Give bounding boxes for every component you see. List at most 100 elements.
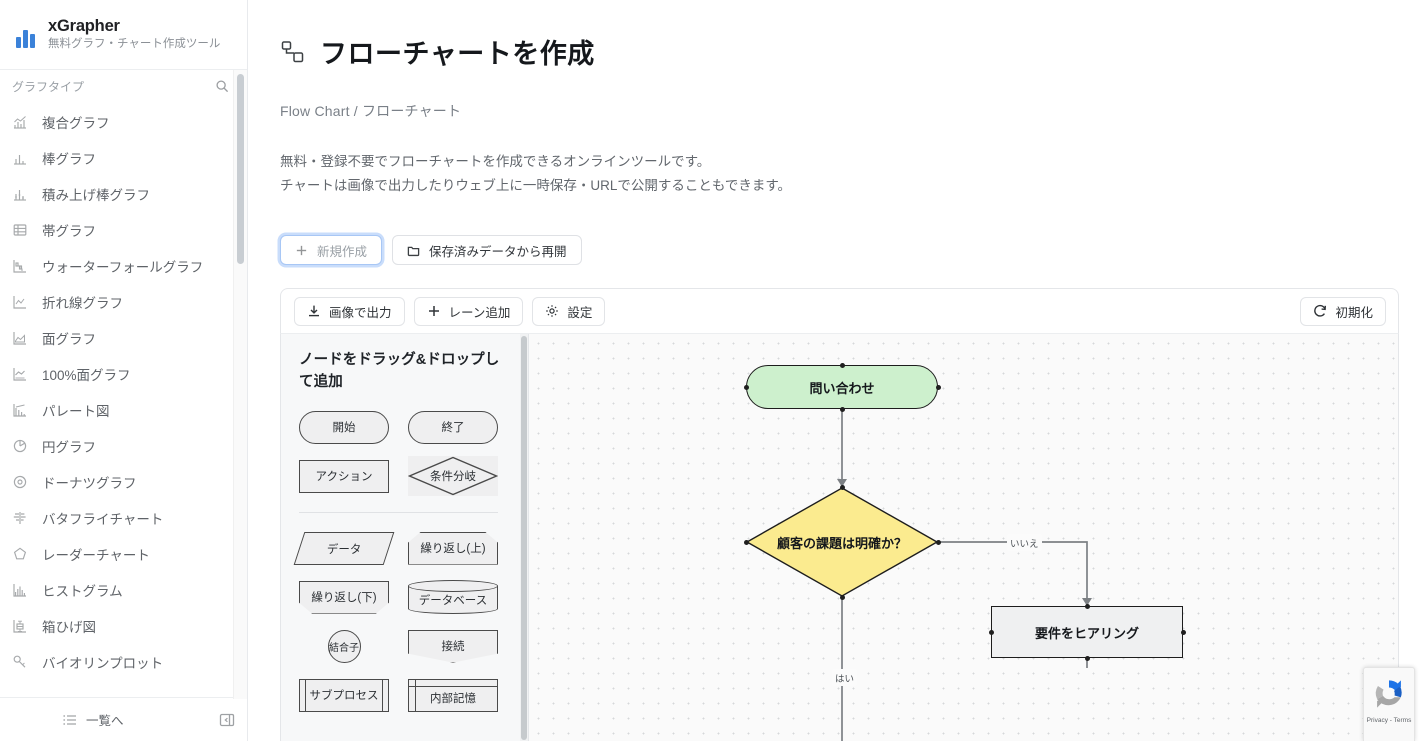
sidebar-item-2[interactable]: 棒グラフ bbox=[0, 140, 247, 176]
node-connection-handle[interactable] bbox=[839, 362, 845, 368]
sidebar-item-label: 面グラフ bbox=[42, 332, 96, 347]
node-connection-handle[interactable] bbox=[839, 594, 845, 600]
plus-icon bbox=[428, 306, 439, 317]
node-body bbox=[746, 365, 938, 410]
sidebar-item-label: 複合グラフ bbox=[42, 116, 110, 131]
palette-node-subprocess[interactable]: サブプロセス bbox=[299, 675, 389, 715]
donut-chart-icon bbox=[13, 475, 27, 489]
new-document-label: 新規作成 bbox=[317, 244, 368, 259]
node-connection-handle[interactable] bbox=[1180, 629, 1186, 635]
graph-type-list[interactable]: 複合グラフ棒グラフ積み上げ棒グラフ帯グラフウォーターフォールグラフ折れ線グラフ面… bbox=[0, 102, 247, 697]
sidebar-item-label: 帯グラフ bbox=[42, 224, 96, 239]
sidebar-item-8[interactable]: 100%面グラフ bbox=[0, 356, 247, 392]
sidebar-item-16[interactable]: バイオリンプロット bbox=[0, 644, 247, 680]
sidebar-item-13[interactable]: レーダーチャート bbox=[0, 536, 247, 572]
flowchart-node-decide[interactable]: 顧客の課題は明確か？ bbox=[743, 484, 941, 600]
sidebar-item-3[interactable]: 積み上げ棒グラフ bbox=[0, 176, 247, 212]
pie-chart-icon bbox=[13, 439, 27, 453]
sidebar-item-4[interactable]: 帯グラフ bbox=[0, 212, 247, 248]
sidebar-item-10[interactable]: 円グラフ bbox=[0, 428, 247, 464]
sidebar-item-14[interactable]: ヒストグラム bbox=[0, 572, 247, 608]
palette-node-rect[interactable]: アクション bbox=[299, 456, 389, 496]
reopen-saved-label: 保存済みデータから再開 bbox=[429, 244, 567, 259]
palette-node-diamond[interactable]: 条件分岐 bbox=[408, 456, 498, 497]
node-connection-handle[interactable] bbox=[1084, 655, 1090, 661]
palette-node-parallelogram[interactable]: データ bbox=[293, 528, 395, 568]
edge-label: いいえ bbox=[1007, 534, 1042, 552]
node-connection-handle[interactable] bbox=[988, 629, 994, 635]
document-actions: 新規作成 保存済みデータから再開 bbox=[280, 235, 1399, 266]
sidebar-item-12[interactable]: バタフライチャート bbox=[0, 500, 247, 536]
page-description-line-1: 無料・登録不要でフローチャートを作成できるオンラインツールです。 bbox=[280, 154, 711, 170]
node-connection-handle[interactable] bbox=[935, 539, 941, 545]
palette-node-cylinder[interactable]: データベース bbox=[407, 577, 499, 617]
sidebar-item-label: レーダーチャート bbox=[42, 548, 150, 563]
sidebar-item-label: パレート図 bbox=[42, 404, 110, 419]
edge-label: はい bbox=[832, 669, 858, 687]
list-icon bbox=[63, 714, 76, 725]
palette-node-label: 接続 bbox=[441, 641, 465, 654]
settings-button[interactable]: 設定 bbox=[532, 296, 606, 326]
palette-node-loop-bottom[interactable]: 繰り返し(下) bbox=[299, 577, 389, 617]
node-palette-grid[interactable]: 開始終了アクション 条件分岐データ繰り返し(上) 繰り返し(下) データベース結合子 接… bbox=[293, 407, 510, 715]
combo-chart-icon bbox=[14, 116, 26, 129]
graph-type-search[interactable]: グラフタイプ bbox=[0, 70, 247, 102]
flowchart-icon bbox=[280, 39, 306, 65]
sidebar-item-9[interactable]: パレート図 bbox=[0, 392, 247, 428]
edge-arrowhead bbox=[837, 479, 847, 488]
histogram-icon bbox=[13, 584, 26, 597]
sidebar-item-11[interactable]: ドーナツグラフ bbox=[0, 464, 247, 500]
palette-divider bbox=[299, 512, 498, 514]
export-image-button[interactable]: 画像で出力 bbox=[294, 296, 405, 326]
percent-area-chart-icon bbox=[13, 368, 26, 381]
new-document-button[interactable]: 新規作成 bbox=[280, 235, 383, 266]
add-lane-button[interactable]: レーン追加 bbox=[413, 296, 524, 326]
main-content: フローチャートを作成 Flow Chart / フローチャート 無料・登録不要で… bbox=[248, 0, 1419, 741]
sidebar-scrollbar-thumb[interactable] bbox=[237, 74, 244, 264]
palette-scrollbar-thumb[interactable] bbox=[521, 336, 527, 741]
sidebar-item-label: 100%面グラフ bbox=[42, 368, 131, 383]
line-chart-icon bbox=[13, 296, 26, 309]
flowchart-edge[interactable] bbox=[938, 541, 1088, 601]
palette-node-label: 条件分岐 bbox=[430, 471, 476, 484]
area-chart-icon bbox=[13, 332, 26, 345]
node-connection-handle[interactable] bbox=[743, 384, 749, 390]
brand-header[interactable]: xGrapher 無料グラフ・チャート作成ツール bbox=[0, 0, 247, 70]
node-connection-handle[interactable] bbox=[839, 484, 845, 490]
sidebar-item-1[interactable]: 複合グラフ bbox=[0, 104, 247, 140]
palette-node-rounded[interactable]: 終了 bbox=[408, 407, 498, 447]
node-connection-handle[interactable] bbox=[839, 406, 845, 412]
reopen-saved-button[interactable]: 保存済みデータから再開 bbox=[392, 235, 582, 266]
palette-node-internal-storage[interactable]: 内部記憶 bbox=[408, 675, 498, 715]
sidebar-item-7[interactable]: 面グラフ bbox=[0, 320, 247, 356]
node-connection-handle[interactable] bbox=[935, 384, 941, 390]
node-connection-handle[interactable] bbox=[1084, 603, 1090, 609]
recaptcha-badge[interactable]: Privacy - Terms bbox=[1363, 667, 1415, 741]
sidebar-item-list-view[interactable]: 一覧へ bbox=[62, 710, 124, 729]
add-lane-label: レーン追加 bbox=[448, 305, 511, 320]
sidebar-item-15[interactable]: 箱ひげ図 bbox=[0, 608, 247, 644]
flowchart-node-hearing[interactable]: 要件をヒアリング bbox=[988, 603, 1186, 661]
search-icon[interactable] bbox=[215, 79, 229, 93]
sidebar-item-label: ヒストグラム bbox=[42, 584, 123, 599]
palette-node-pentagon-down[interactable]: 接続 bbox=[408, 626, 498, 666]
list-view-label: 一覧へ bbox=[86, 714, 124, 728]
reset-button[interactable]: 初期化 bbox=[1300, 296, 1386, 326]
flowchart-canvas[interactable]: 問い合わせ顧客の課題は明確か？ 要件をヒアリング いいえはい bbox=[529, 334, 1398, 741]
panel-collapse-icon[interactable] bbox=[219, 712, 235, 728]
sidebar-item-5[interactable]: ウォーターフォールグラフ bbox=[0, 248, 247, 284]
node-connection-handle[interactable] bbox=[743, 539, 749, 545]
palette-node-rounded[interactable]: 開始 bbox=[299, 407, 389, 447]
search-input[interactable]: グラフタイプ bbox=[12, 79, 85, 94]
palette-node-circle[interactable]: 結合子 bbox=[299, 626, 389, 666]
sidebar: xGrapher 無料グラフ・チャート作成ツール グラフタイプ 複合グラフ棒グラ… bbox=[0, 0, 248, 741]
sidebar-item-6[interactable]: 折れ線グラフ bbox=[0, 284, 247, 320]
palette-node-loop-top[interactable]: 繰り返し(上) bbox=[408, 528, 498, 568]
sidebar-item-label: 箱ひげ図 bbox=[42, 620, 96, 635]
page-subtitle: Flow Chart / フローチャート bbox=[280, 103, 462, 120]
palette-node-label: サブプロセス bbox=[309, 690, 379, 703]
band-chart-icon bbox=[13, 224, 27, 236]
page-description-line-2: チャートは画像で出力したりウェブ上に一時保存・URLで公開することもできます。 bbox=[280, 178, 791, 194]
flowchart-node-start[interactable]: 問い合わせ bbox=[743, 362, 941, 412]
